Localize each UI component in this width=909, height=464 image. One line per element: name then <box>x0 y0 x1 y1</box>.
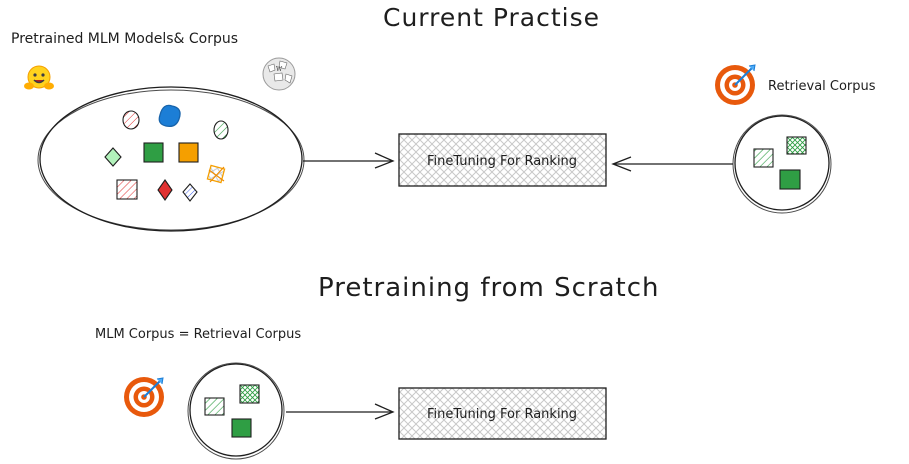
shape-orange-square <box>178 142 199 163</box>
shape-pink-square <box>116 179 138 200</box>
shape-green-diamond <box>104 147 122 167</box>
shape-pink-circle <box>122 110 140 130</box>
shape-blue-diamond <box>182 183 198 202</box>
finetune-box-bottom: FineTuning For Ranking <box>398 387 607 440</box>
arrow-bottom-corpus-to-finetune <box>286 403 395 420</box>
target-icon-top <box>715 64 756 105</box>
label-retrieval-corpus: Retrieval Corpus <box>768 79 876 94</box>
svg-text:W: W <box>276 66 283 73</box>
title-pretraining-from-scratch: Pretraining from Scratch <box>318 273 660 303</box>
mlm-retrieval-corpus-circle <box>187 362 285 460</box>
finetune-top-label: FineTuning For Ranking <box>427 154 577 169</box>
arrow-corpus-to-finetune <box>303 152 395 169</box>
pretrained-corpus-ellipse <box>39 86 303 232</box>
arrow-retrieval-to-finetune <box>611 156 733 172</box>
wikipedia-globe-icon: W <box>262 57 296 91</box>
corpus-shapes <box>104 104 229 202</box>
shape-green-square <box>143 142 164 163</box>
label-mlm-equals-retrieval: MLM Corpus = Retrieval Corpus <box>95 327 302 342</box>
shape-blue-blob <box>158 104 181 127</box>
hugging-face-icon <box>24 65 54 90</box>
target-icon-bottom <box>124 377 164 417</box>
finetune-box-top: FineTuning For Ranking <box>398 133 607 187</box>
finetune-bottom-label: FineTuning For Ranking <box>427 407 577 422</box>
shape-orange-scribble <box>206 164 226 184</box>
title-current-practise: Current Practise <box>383 3 600 32</box>
shape-red-diamond <box>157 179 173 201</box>
shape-green-oval <box>213 120 229 140</box>
retrieval-corpus-circle <box>732 114 832 214</box>
label-pretrained-mlm: Pretrained MLM Models& Corpus <box>11 31 239 47</box>
